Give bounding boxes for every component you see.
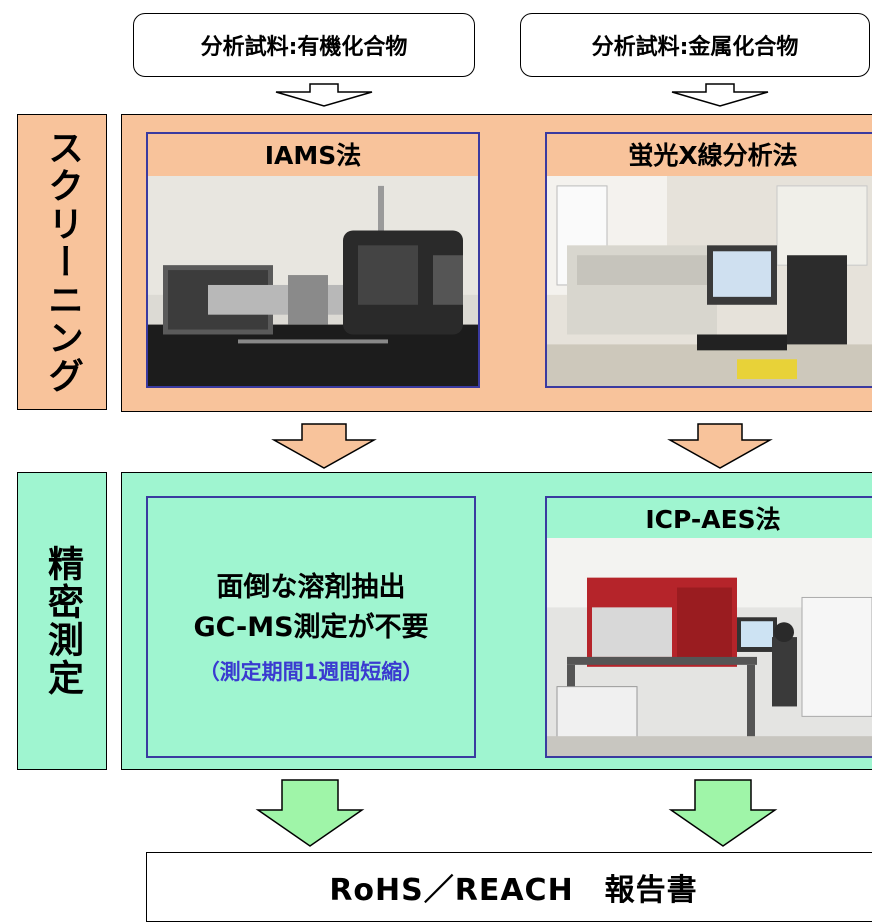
iams-method-box: IAMS法 bbox=[146, 132, 480, 388]
icp-method-box: ICP-AES法 bbox=[545, 496, 872, 758]
note-line-2: GC-MS測定が不要 bbox=[193, 612, 429, 643]
arrow-down-precise-left-icon bbox=[255, 779, 365, 847]
icp-title: ICP-AES法 bbox=[645, 505, 781, 534]
arrow-down-screening-left-icon bbox=[271, 423, 377, 469]
report-label: RoHS／REACH 報告書 bbox=[329, 873, 698, 908]
arrow-down-organic-icon bbox=[275, 83, 373, 107]
precise-label: 精密測定 bbox=[42, 545, 83, 697]
input-organic-label: 分析試料:有機化合物 bbox=[200, 35, 408, 60]
iams-title: IAMS法 bbox=[264, 141, 362, 170]
icp-photo bbox=[547, 538, 872, 756]
input-organic-box: 分析試料:有機化合物 bbox=[133, 13, 475, 77]
report-box: RoHS／REACH 報告書 bbox=[146, 852, 872, 922]
arrow-down-precise-right-icon bbox=[668, 779, 778, 847]
screening-label: スクリーニング bbox=[42, 129, 83, 395]
xrf-method-box: 蛍光X線分析法 bbox=[545, 132, 872, 388]
note-sub: （測定期間1週間短縮） bbox=[198, 660, 424, 684]
precise-side-label: 精密測定 bbox=[17, 472, 107, 770]
arrow-down-metal-icon bbox=[671, 83, 769, 107]
xrf-photo bbox=[547, 176, 872, 386]
input-metal-box: 分析試料:金属化合物 bbox=[520, 13, 870, 77]
precise-note-box: 面倒な溶剤抽出 GC-MS測定が不要 （測定期間1週間短縮） bbox=[146, 496, 476, 758]
note-line-1: 面倒な溶剤抽出 bbox=[216, 572, 406, 603]
input-metal-label: 分析試料:金属化合物 bbox=[591, 35, 799, 60]
xrf-title: 蛍光X線分析法 bbox=[628, 141, 798, 170]
arrow-down-screening-right-icon bbox=[667, 423, 773, 469]
screening-side-label: スクリーニング bbox=[17, 114, 107, 410]
iams-photo bbox=[148, 176, 478, 386]
